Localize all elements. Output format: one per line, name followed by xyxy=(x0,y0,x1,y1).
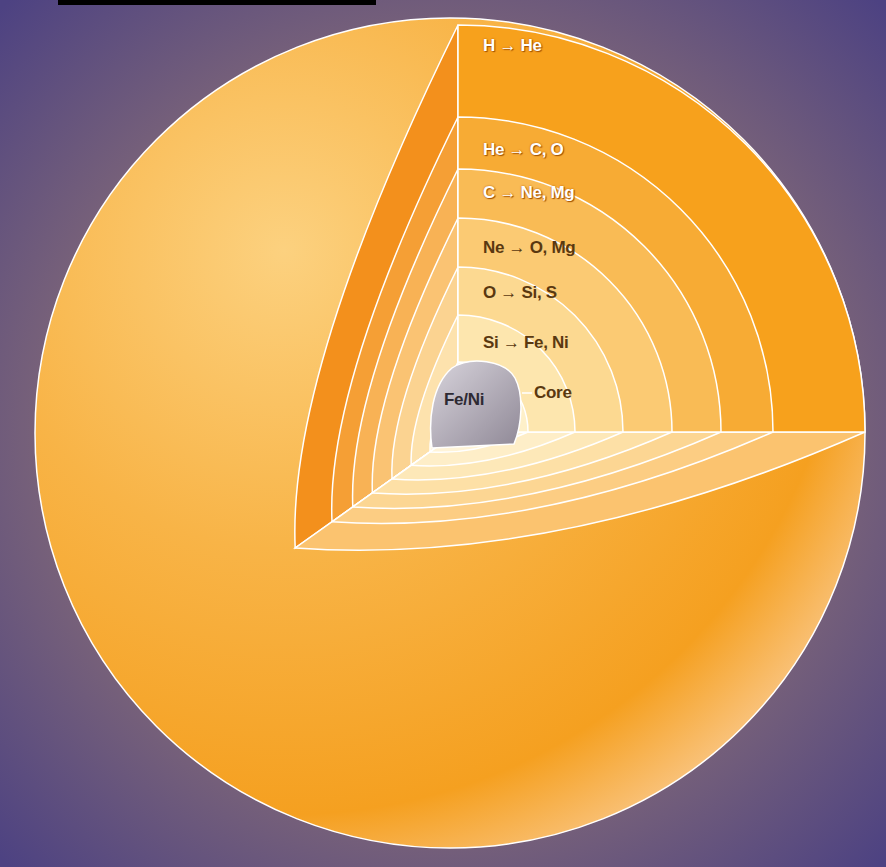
shell-band: H → He xyxy=(483,36,542,56)
iron-core xyxy=(431,361,521,448)
top-bar xyxy=(58,0,376,5)
reaction-label: Si → Fe, Ni xyxy=(483,333,569,353)
shell-band: He → C, O xyxy=(483,140,563,160)
reaction-label: C → Ne, Mg xyxy=(483,183,574,203)
cut-floor xyxy=(332,432,773,523)
cut-floor xyxy=(295,432,865,550)
cut-floor xyxy=(372,432,672,494)
shell-band: Ne → O, Mg xyxy=(483,238,575,258)
shell-band: O → Si, S xyxy=(483,283,557,303)
cut-floor xyxy=(353,432,721,508)
cutaway-shells xyxy=(295,25,865,550)
core-label: Fe/Ni xyxy=(444,390,484,410)
leader-line xyxy=(522,392,532,394)
fusion-shell xyxy=(458,25,865,432)
reaction-label: H → He xyxy=(483,36,542,56)
reaction-label: O → Si, S xyxy=(483,283,557,303)
shell-band: C → Ne, Mg xyxy=(483,183,574,203)
shell-band: Si → Fe, Ni xyxy=(483,333,569,353)
core-caption: Core xyxy=(534,383,572,403)
core-region: Fe/NiCore xyxy=(430,360,522,450)
reaction-label: Ne → O, Mg xyxy=(483,238,575,258)
reaction-label: He → C, O xyxy=(483,140,563,160)
star-sphere xyxy=(35,18,865,848)
